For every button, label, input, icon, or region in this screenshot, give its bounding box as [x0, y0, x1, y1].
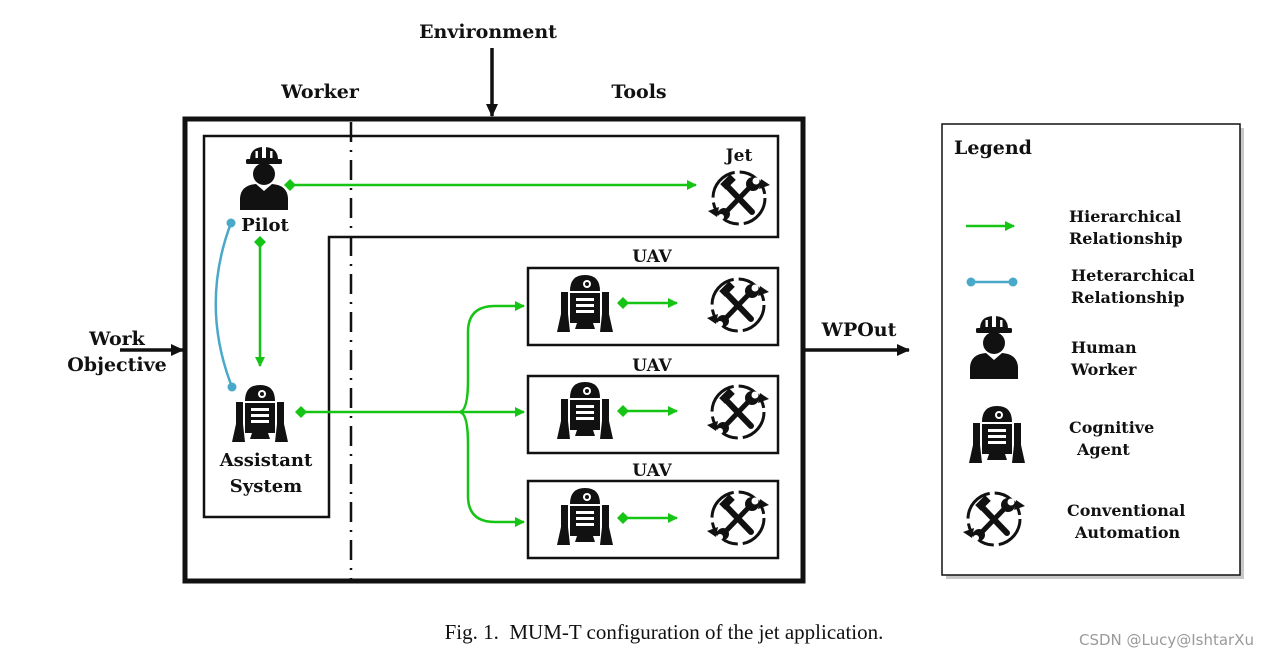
heterarchical-endpoint-top	[226, 218, 236, 228]
uav-box-3	[526, 479, 780, 560]
system-boundary	[182, 116, 806, 584]
worker-label: Worker	[280, 81, 360, 103]
uav1-robot-icon	[557, 275, 613, 332]
legend-heterarchical-line2: Relationship	[1071, 288, 1185, 307]
pilot-label: Pilot	[241, 215, 289, 236]
jet-label: Jet	[724, 146, 753, 166]
assistant-label-line1: Assistant	[219, 450, 313, 471]
uav3-robot-icon	[557, 488, 613, 545]
objective-label: Objective	[67, 354, 167, 376]
work-label: Work	[88, 328, 145, 350]
legend-cognitive-line1: Cognitive	[1069, 418, 1154, 437]
pilot-worker-icon	[240, 147, 288, 210]
legend-conventional-line1: Conventional	[1067, 501, 1185, 520]
pilot-jet-enclosure	[202, 134, 780, 519]
heterarchical-endpoint-bottom	[227, 382, 237, 392]
uav-box-1	[526, 266, 780, 347]
legend-human-line2: Worker	[1070, 360, 1137, 379]
uav2-robot-icon	[557, 382, 613, 439]
uav-label-3: UAV	[632, 461, 672, 481]
uav-label-2: UAV	[632, 356, 672, 376]
legend-conventional-line2: Automation	[1074, 523, 1181, 542]
figure-caption: Fig. 1. MUM-T configuration of the jet a…	[445, 620, 884, 644]
assistant-to-uav3-arrow	[459, 410, 525, 527]
uav2-tools-cycle-icon	[707, 386, 769, 438]
uav1-tools-cycle-icon	[707, 279, 769, 331]
jet-tools-cycle-icon	[708, 172, 770, 224]
uav-box-2	[526, 374, 780, 455]
wpout-label: WPOut	[821, 319, 897, 341]
watermark: CSDN @Lucy@IshtarXu	[1079, 631, 1254, 649]
legend-cognitive-line2: Agent	[1076, 440, 1130, 459]
legend-heterarchical-endpoint-left	[966, 277, 976, 287]
legend-hierarchical-line2: Relationship	[1069, 229, 1183, 248]
tools-label: Tools	[611, 81, 666, 103]
uav3-tools-cycle-icon	[707, 492, 769, 544]
uav-label-1: UAV	[632, 247, 672, 267]
legend-heterarchical-endpoint-right	[1008, 277, 1018, 287]
environment-label: Environment	[419, 21, 557, 43]
assistant-robot-icon	[232, 385, 288, 442]
legend-hierarchical-line1: Hierarchical	[1069, 207, 1181, 226]
legend-title: Legend	[954, 137, 1032, 159]
assistant-label-line2: System	[230, 476, 302, 497]
pilot-assistant-heterarchical-link	[214, 222, 234, 388]
legend-heterarchical-line1: Heterarchical	[1071, 266, 1195, 285]
assistant-to-uav1-arrow	[459, 301, 525, 414]
legend-human-line1: Human	[1071, 338, 1137, 357]
